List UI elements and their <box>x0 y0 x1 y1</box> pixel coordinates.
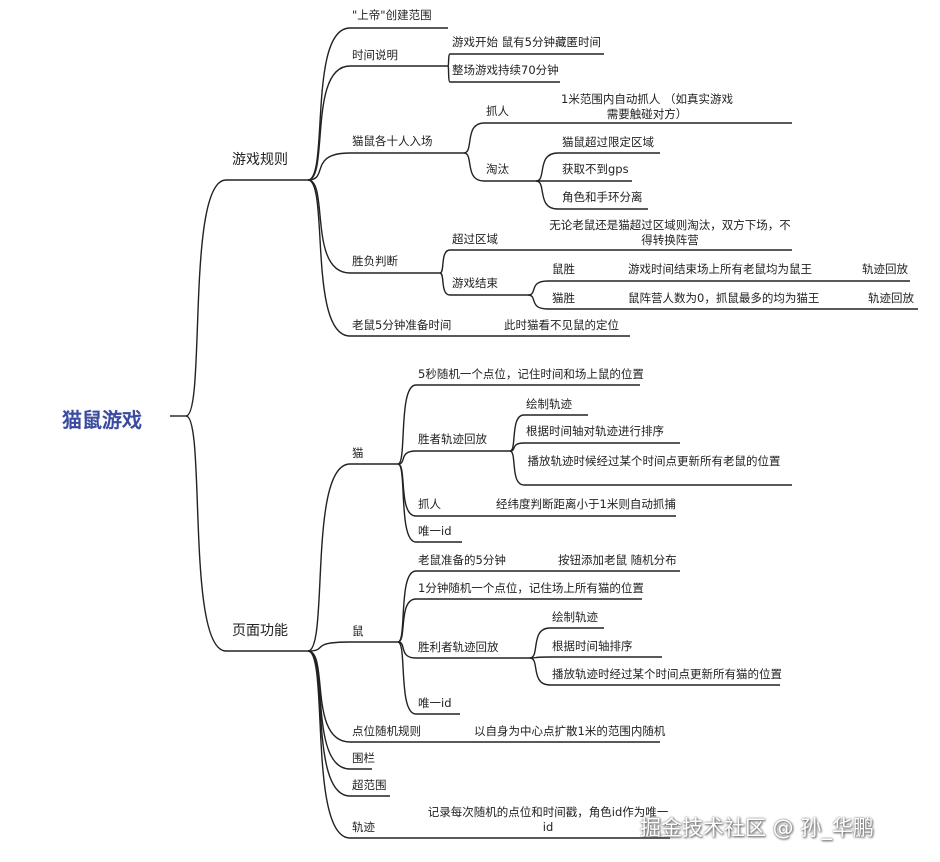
connector-curve <box>509 450 525 486</box>
node-over-area[interactable]: 超过区域 <box>452 232 498 246</box>
node-mouse-id[interactable]: 唯一id <box>418 696 452 710</box>
connector-curve <box>307 650 351 797</box>
node-cat-catch[interactable]: 抓人 <box>418 497 441 511</box>
node-game-rules[interactable]: 游戏规则 <box>232 152 288 168</box>
node-scope[interactable]: "上帝"创建范围 <box>352 8 432 22</box>
watermark: 掘金技术社区 @ 孙_华鹏 <box>640 816 874 840</box>
node-cat[interactable]: 猫 <box>352 446 364 460</box>
connector-curve <box>397 384 417 465</box>
connector-curve <box>463 152 485 182</box>
connector-curve <box>307 650 351 770</box>
connector-curve <box>439 272 451 296</box>
connector-curve <box>307 152 351 181</box>
node-elim-item[interactable]: 获取不到gps <box>562 162 629 176</box>
connector-curve <box>397 463 417 543</box>
node-page-features[interactable]: 页面功能 <box>232 623 288 639</box>
connector-curve <box>529 657 551 686</box>
node-track[interactable]: 轨迹 <box>352 820 375 834</box>
node-cat-id[interactable]: 唯一id <box>418 524 452 538</box>
node-cat-replay[interactable]: 胜者轨迹回放 <box>418 432 487 446</box>
connector-curve <box>307 650 351 743</box>
connector-curve <box>307 650 351 839</box>
node-elim-item[interactable]: 猫鼠超过限定区域 <box>562 135 654 149</box>
node-mouse-win-desc[interactable]: 游戏时间结束场上所有老鼠均为鼠王 <box>628 262 812 276</box>
connector-curve <box>185 415 227 652</box>
connector-curve <box>307 65 351 181</box>
connector-curve <box>509 414 525 452</box>
node-mouse-prep-desc[interactable]: 按钮添加老鼠 随机分布 <box>558 553 677 567</box>
connector-curve <box>527 294 549 310</box>
connector-curve <box>527 280 549 296</box>
node-game-end[interactable]: 游戏结束 <box>452 276 498 290</box>
connector-curve <box>307 463 351 652</box>
node-mouse-replay[interactable]: 轨迹回放 <box>862 262 908 276</box>
connector-curve <box>447 53 451 67</box>
connector-curve <box>529 627 551 659</box>
node-fence[interactable]: 围栏 <box>352 751 375 765</box>
node-cat-replay-item[interactable]: 播放轨迹时候经过某个时间点更新所有老鼠的位置 <box>527 454 781 468</box>
node-catch-rule[interactable]: 抓人 <box>486 104 509 118</box>
node-mouse-prep[interactable]: 老鼠准备的5分钟 <box>418 553 506 567</box>
node-outside[interactable]: 超范围 <box>352 778 387 792</box>
node-prep-desc[interactable]: 此时猫看不见鼠的定位 <box>504 318 619 332</box>
node-cat-random[interactable]: 5秒随机一个点位，记住时间和场上鼠的位置 <box>418 367 644 381</box>
node-cat-replay-item[interactable]: 根据时间轴对轨迹进行排序 <box>526 424 664 438</box>
node-mouse-replay[interactable]: 胜利者轨迹回放 <box>418 640 499 654</box>
connector-curve <box>535 180 559 210</box>
node-elim[interactable]: 淘汰 <box>486 162 509 176</box>
node-prep[interactable]: 老鼠5分钟准备时间 <box>352 318 452 332</box>
node-mouse-random[interactable]: 1分钟随机一个点位，记住场上所有猫的位置 <box>418 581 644 595</box>
connector-curve <box>185 179 227 417</box>
node-elim-item[interactable]: 角色和手环分离 <box>562 190 643 204</box>
node-over-desc[interactable]: 无论老鼠还是猫超过区域则淘汰，双方下场，不得转换阵营 <box>549 218 791 247</box>
node-cat-replay[interactable]: 轨迹回放 <box>868 291 914 305</box>
connector-curve <box>307 179 351 337</box>
connector-curve <box>307 641 351 652</box>
node-cat-win-desc[interactable]: 鼠阵营人数为0，抓鼠最多的均为猫王 <box>628 291 820 305</box>
connector-curve <box>397 450 417 465</box>
connector-curve <box>307 27 351 181</box>
connector-curve <box>397 598 417 643</box>
connector-curve <box>535 152 559 182</box>
node-track-desc[interactable]: 记录每次随机的点位和时间戳，角色id作为唯一id <box>427 805 669 834</box>
connector-curve <box>307 179 351 274</box>
node-cat-replay-item[interactable]: 绘制轨迹 <box>526 397 572 411</box>
node-cat-catch-desc[interactable]: 经纬度判断距离小于1米则自动抓捕 <box>496 497 676 511</box>
node-time-item[interactable]: 游戏开始 鼠有5分钟藏匿时间 <box>452 35 601 49</box>
node-mouse-replay-item[interactable]: 播放轨迹时经过某个时间点更新所有猫的位置 <box>552 667 782 681</box>
connector-curve <box>397 641 417 715</box>
root-node[interactable]: 猫鼠游戏 <box>62 408 142 432</box>
node-time[interactable]: 时间说明 <box>352 48 398 62</box>
connector-curve <box>447 65 451 83</box>
connector-curve <box>463 122 485 154</box>
node-mouse[interactable]: 鼠 <box>352 624 364 638</box>
node-random-rule-desc[interactable]: 以自身为中心点扩散1米的范围内随机 <box>474 724 666 738</box>
node-cat-win[interactable]: 猫胜 <box>552 291 575 305</box>
connector-curve <box>439 249 451 274</box>
node-mouse-replay-item[interactable]: 根据时间轴排序 <box>552 639 633 653</box>
node-win[interactable]: 胜负判断 <box>352 254 398 268</box>
node-teams[interactable]: 猫鼠各十人入场 <box>352 134 433 148</box>
node-catch-desc[interactable]: 1米范围内自动抓人 （如真实游戏需要触碰对方） <box>561 92 733 121</box>
node-mouse-win[interactable]: 鼠胜 <box>552 262 575 276</box>
node-time-item[interactable]: 整场游戏持续70分钟 <box>452 63 559 77</box>
node-mouse-replay-item[interactable]: 绘制轨迹 <box>552 610 598 624</box>
node-random-rule[interactable]: 点位随机规则 <box>352 724 421 738</box>
